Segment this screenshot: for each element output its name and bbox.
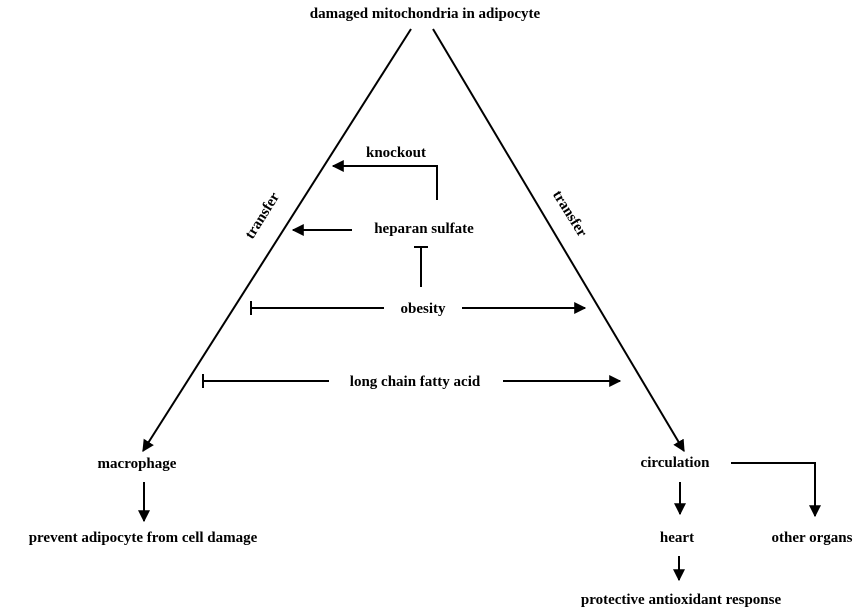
node-circulation: circulation: [641, 455, 711, 471]
edge-transfer-to-macrophage: [142, 28, 412, 453]
node-damaged-mitochondria: damaged mitochondria in adipocyte: [310, 6, 541, 22]
edge-circulation-to-other-organs: [731, 462, 821, 518]
node-protective-antioxidant-response: protective antioxidant response: [581, 592, 782, 608]
node-heart: heart: [660, 530, 694, 546]
node-macrophage: macrophage: [98, 456, 177, 472]
node-prevent-cell-damage: prevent adipocyte from cell damage: [29, 530, 258, 546]
edge-knockout-to-transfer: [331, 160, 438, 200]
edge-transfer-to-circulation: [432, 28, 685, 453]
node-heparan-sulfate: heparan sulfate: [374, 221, 474, 237]
label-transfer-left: transfer: [242, 189, 283, 242]
node-knockout: knockout: [366, 145, 426, 161]
node-long-chain-fatty-acid: long chain fatty acid: [350, 374, 481, 390]
node-other-organs: other organs: [772, 530, 853, 546]
node-obesity: obesity: [401, 301, 447, 317]
